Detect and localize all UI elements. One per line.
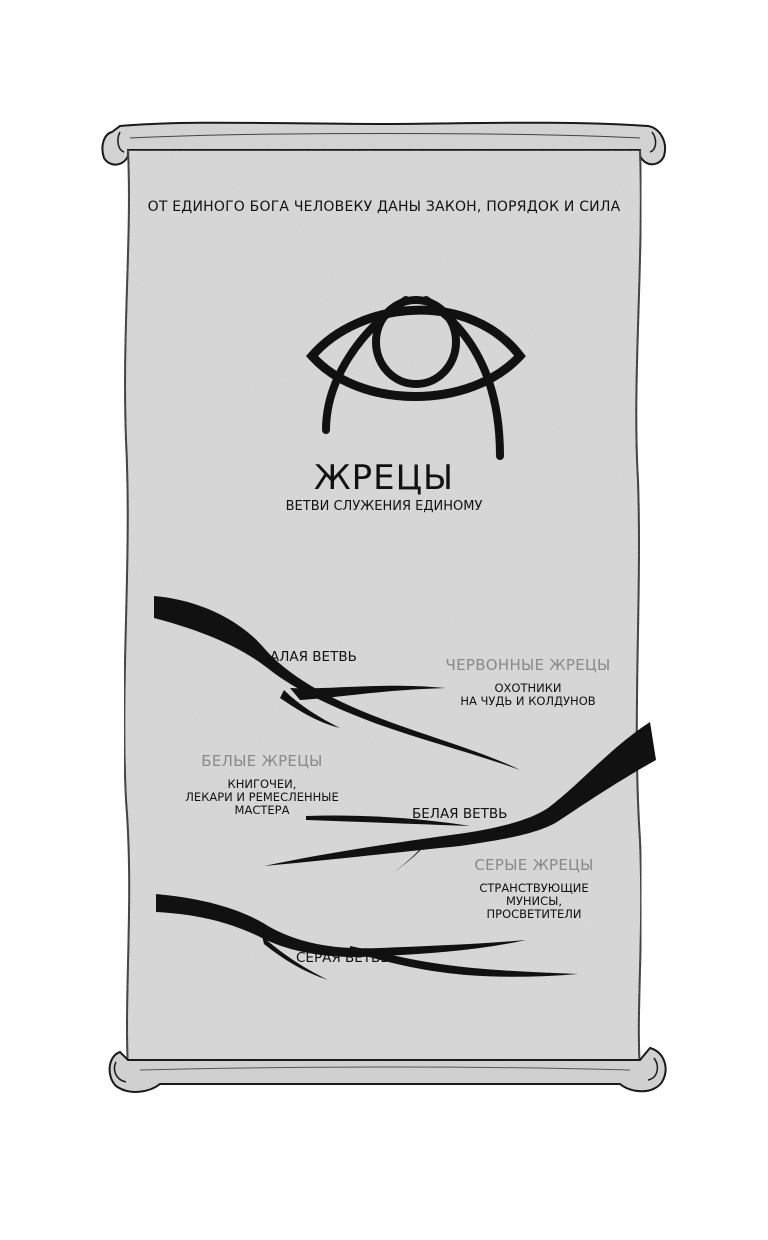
branch-label-white: БЕЛАЯ ВЕТВЬ <box>412 806 508 822</box>
scroll-top-roll <box>101 121 666 166</box>
motto-text: ОТ ЕДИНОГО БОГА ЧЕЛОВЕКУ ДАНЫ ЗАКОН, ПОР… <box>147 199 621 215</box>
order-desc-grey: СТРАНСТВУЮЩИЕ МУНИСЫ, ПРОСВЕТИТЕЛИ <box>479 881 589 921</box>
branch-label-scarlet: АЛАЯ ВЕТВЬ <box>270 649 357 665</box>
order-title-grey: СЕРЫЕ ЖРЕЦЫ <box>474 856 594 874</box>
order-title-white: БЕЛЫЕ ЖРЕЦЫ <box>201 752 323 770</box>
scroll-bottom-roll <box>108 1046 667 1093</box>
branches-diagram <box>154 596 656 980</box>
order-desc-white: КНИГОЧЕИ, ЛЕКАРИ И РЕМЕСЛЕННЫЕ МАСТЕРА <box>185 777 339 817</box>
branch-label-grey: СЕРАЯ ВЕТВЬ <box>296 950 390 966</box>
scarlet-branch <box>154 596 520 770</box>
order-desc-scarlet: ОХОТНИКИ НА ЧУДЬ И КОЛДУНОВ <box>460 681 596 708</box>
white-branch <box>264 722 656 866</box>
page-subtitle: ВЕТВИ СЛУЖЕНИЯ ЕДИНОМУ <box>285 499 483 514</box>
order-title-scarlet: ЧЕРВОННЫЕ ЖРЕЦЫ <box>445 656 611 674</box>
eye-sigil-icon <box>306 296 526 460</box>
grey-branch <box>156 894 526 958</box>
page-title: ЖРЕЦЫ <box>313 458 454 498</box>
